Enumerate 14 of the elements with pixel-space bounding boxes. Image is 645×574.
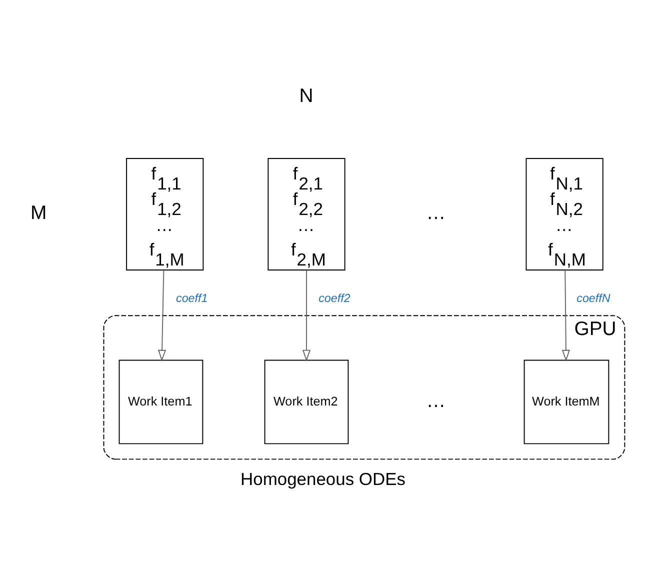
node-box: Work Item2 — [264, 360, 349, 444]
arrow — [562, 270, 570, 362]
caption: Homogeneous ODEs — [240, 468, 406, 489]
node-box: Work ItemM — [524, 360, 610, 444]
label: N — [299, 85, 314, 108]
label: M — [30, 202, 47, 224]
edge-label: coeffN — [576, 292, 610, 306]
arrow — [302, 270, 311, 362]
node-box: Work Item1 — [118, 360, 204, 444]
label: … — [426, 390, 446, 412]
edge-label: coeff1 — [176, 292, 208, 306]
label: … — [426, 202, 446, 224]
arrow — [158, 270, 166, 362]
edge-label: coeff2 — [318, 292, 350, 306]
